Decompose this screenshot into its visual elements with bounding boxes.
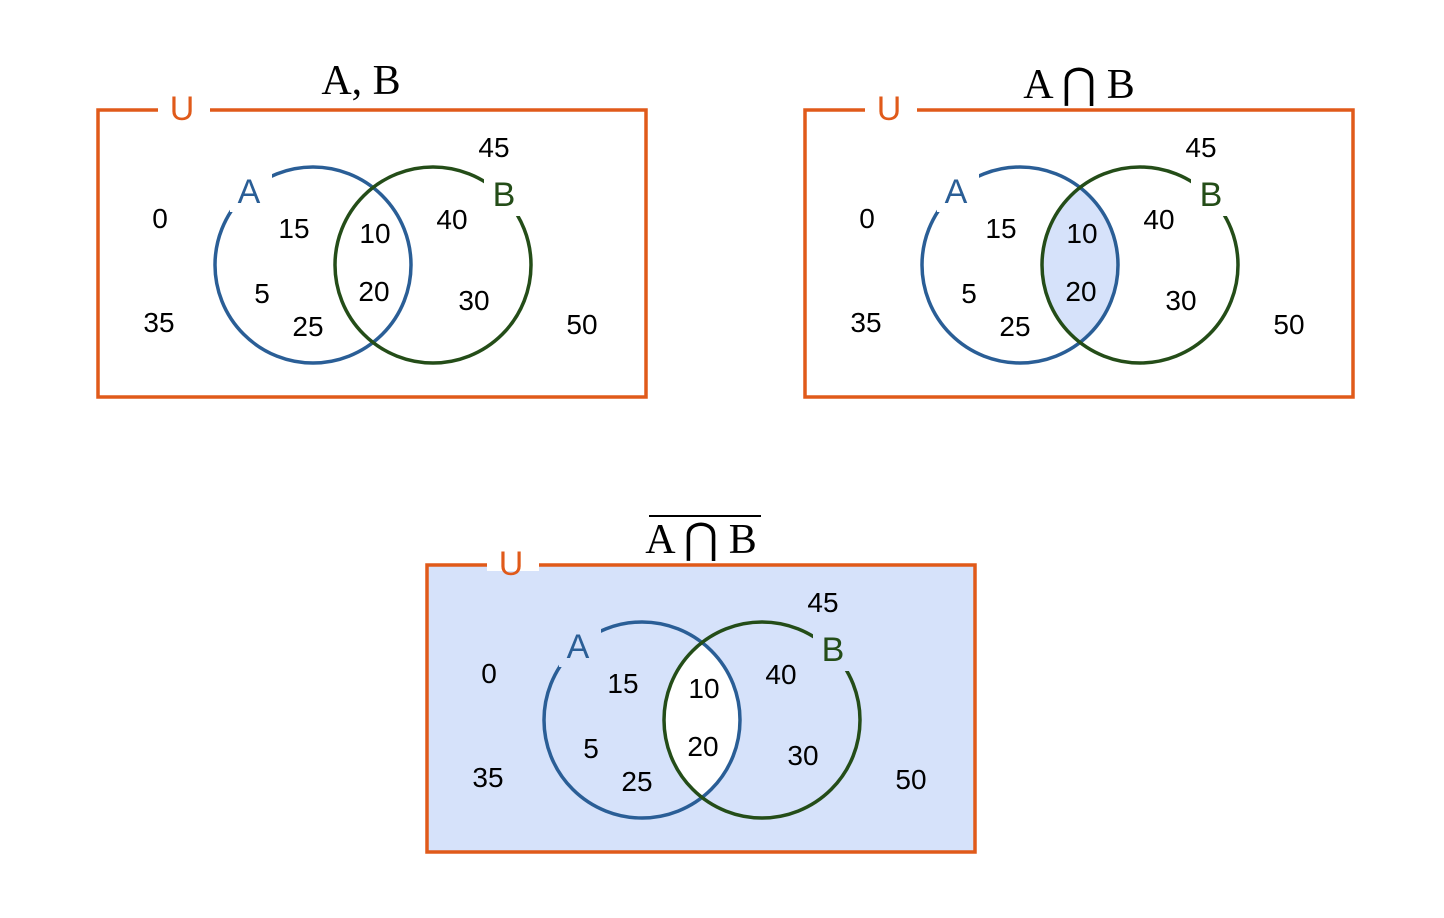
set-b-circle (1040, 165, 1240, 365)
element-both-20: 20 (358, 276, 389, 307)
set-a-label: A (567, 628, 590, 666)
set-a-circle (213, 165, 413, 365)
set-b-label-gap (813, 627, 855, 671)
element-a-only-15: 15 (607, 668, 638, 699)
element-b-only-30: 30 (787, 740, 818, 771)
element-outside-35: 35 (143, 307, 174, 338)
venn-panel-3: U A B 0 35 45 50 15 5 25 10 20 40 30 A ⋂ B (425, 515, 977, 854)
set-b-label-gap (484, 172, 526, 216)
element-a-only-25: 25 (292, 311, 323, 342)
element-outside-35: 35 (472, 762, 503, 793)
universe-box (425, 563, 977, 854)
element-both-10: 10 (1066, 218, 1097, 249)
element-outside-0: 0 (859, 203, 875, 234)
universe-box (803, 108, 1355, 399)
universe-label: U (499, 545, 524, 583)
element-a-only-25: 25 (999, 311, 1030, 342)
set-b-label: B (493, 176, 516, 214)
universe-label-gap (158, 104, 210, 116)
set-b-circle (662, 620, 862, 820)
set-a-circle (542, 620, 742, 820)
element-b-only-40: 40 (436, 204, 467, 235)
element-outside-0: 0 (152, 203, 168, 234)
set-b-label-gap (1191, 172, 1233, 216)
set-a-label-gap (559, 623, 601, 667)
set-b-label: B (822, 631, 845, 669)
panel-title: A ⋂ B (645, 517, 756, 563)
element-outside-50: 50 (566, 309, 597, 340)
panel-title: A, B (321, 58, 400, 104)
element-b-only-30: 30 (458, 285, 489, 316)
set-b-label: B (1200, 176, 1223, 214)
element-a-only-15: 15 (278, 213, 309, 244)
set-b-circle (333, 165, 533, 365)
element-b-only-40: 40 (765, 659, 796, 690)
element-outside-35: 35 (850, 307, 881, 338)
element-both-20: 20 (1065, 276, 1096, 307)
element-b-only-40: 40 (1143, 204, 1174, 235)
element-outside-50: 50 (1273, 309, 1304, 340)
set-a-label: A (945, 173, 968, 211)
set-a-label: A (238, 173, 261, 211)
element-a-only-5: 5 (961, 278, 977, 309)
intersection-shade (1042, 187, 1118, 343)
element-b-only-30: 30 (1165, 285, 1196, 316)
element-outside-45: 45 (478, 132, 509, 163)
element-a-only-15: 15 (985, 213, 1016, 244)
element-both-20: 20 (687, 731, 718, 762)
element-both-10: 10 (359, 218, 390, 249)
panel-title: A ⋂ B (1023, 62, 1134, 108)
universe-box (96, 108, 648, 399)
universe-label: U (877, 90, 902, 128)
element-outside-45: 45 (1185, 132, 1216, 163)
intersection-unshaded (664, 642, 740, 798)
element-a-only-5: 5 (254, 278, 270, 309)
element-outside-45: 45 (807, 587, 838, 618)
set-a-circle (920, 165, 1120, 365)
element-outside-50: 50 (895, 764, 926, 795)
element-a-only-25: 25 (621, 766, 652, 797)
venn-panel-1: U A B 0 35 45 50 15 5 25 10 20 40 30 A, B (96, 58, 648, 399)
element-both-10: 10 (688, 673, 719, 704)
venn-panel-2: U A B 0 35 45 50 15 5 25 10 20 40 30 A ⋂ B (803, 62, 1355, 399)
universe-label-gap (487, 559, 539, 571)
element-outside-0: 0 (481, 658, 497, 689)
universe-label-gap (865, 104, 917, 116)
set-a-label-gap (230, 168, 272, 212)
set-a-label-gap (937, 168, 979, 212)
universe-label: U (170, 90, 195, 128)
element-a-only-5: 5 (583, 733, 599, 764)
